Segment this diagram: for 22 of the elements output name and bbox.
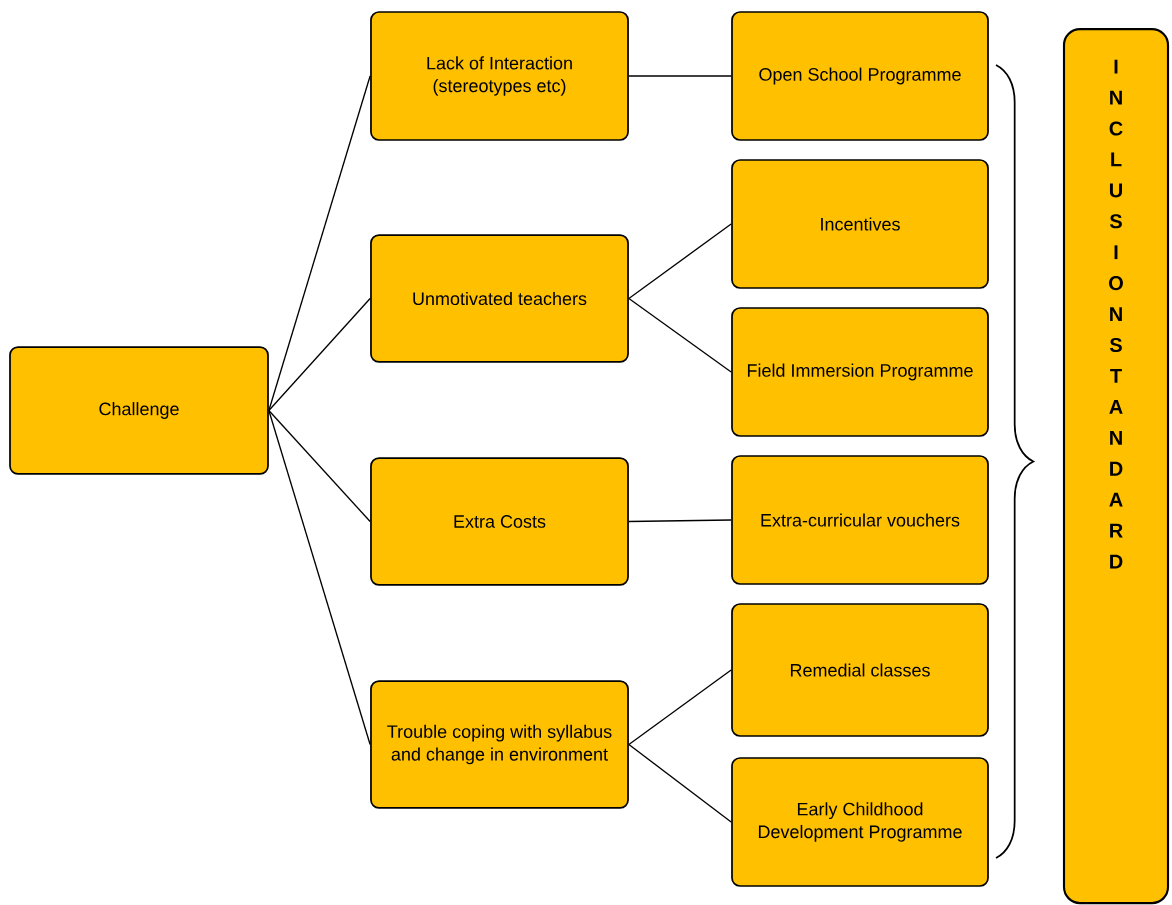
process-box: Incentives: [731, 159, 989, 289]
process-box: Challenge: [9, 346, 269, 475]
connector-line: [628, 297, 732, 373]
connector-line: [268, 297, 371, 412]
process-box: Trouble coping with syllabus and change in environment: [370, 680, 629, 809]
connector-line: [628, 223, 732, 300]
vertical-banner: INCLUSION STANDARD: [1062, 28, 1170, 905]
connector-line: [628, 669, 732, 746]
process-box: Lack of Interaction (stereotypes etc): [370, 11, 629, 141]
process-box: Open School Programme: [731, 11, 989, 141]
process-box: Remedial classes: [731, 603, 989, 737]
connector-line: [268, 75, 371, 412]
connector-line: [268, 409, 371, 746]
process-box: Early Childhood Development Programme: [731, 757, 989, 887]
connector-line: [268, 409, 371, 523]
connector-line: [628, 75, 732, 77]
connector-line: [628, 519, 732, 523]
connector-line: [628, 743, 732, 823]
process-box: Extra Costs: [370, 457, 629, 586]
process-box: Field Immersion Programme: [731, 307, 989, 437]
process-box: Unmotivated teachers: [370, 234, 629, 363]
process-box: Extra-curricular vouchers: [731, 455, 989, 585]
